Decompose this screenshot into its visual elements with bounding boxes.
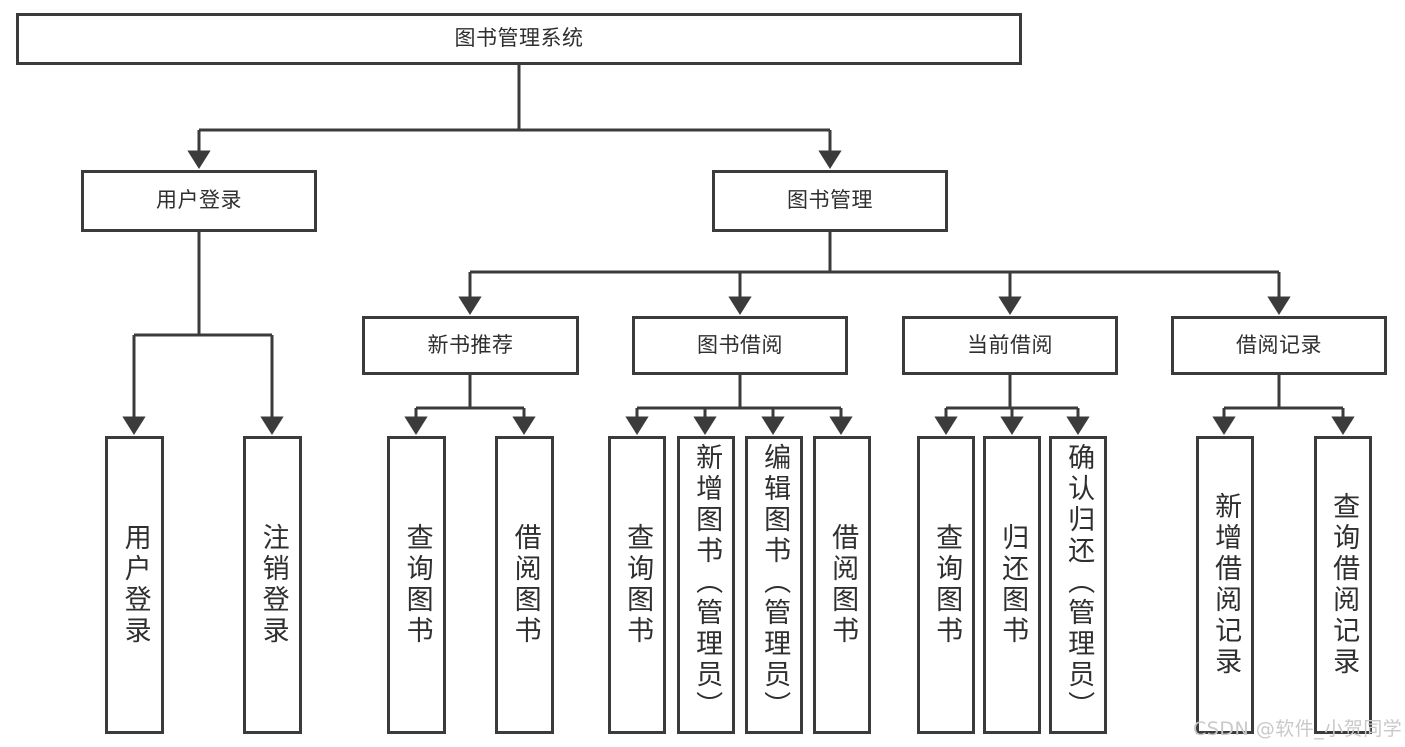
- node-book-borrow-label: 图书借阅: [697, 332, 783, 357]
- leaf-currentborrow-confirm-return-label: 确认归还（管理员）: [1063, 443, 1095, 722]
- leaf-borrowrecord-query-record-label: 查询借阅记录: [1328, 492, 1360, 678]
- node-borrow-record-label: 借阅记录: [1236, 332, 1322, 357]
- node-book-borrow[interactable]: 图书借阅: [632, 316, 848, 375]
- leaf-newbook-borrow-book-label: 借阅图书: [509, 523, 541, 647]
- leaf-bookborrow-add-book-label: 新增图书（管理员）: [691, 443, 723, 722]
- leaf-user-login-signout-label: 注销登录: [257, 523, 289, 647]
- leaf-borrowrecord-query-record[interactable]: 查询借阅记录: [1314, 436, 1372, 734]
- leaf-user-login-signout[interactable]: 注销登录: [243, 436, 302, 734]
- leaf-currentborrow-return-book[interactable]: 归还图书: [983, 436, 1041, 734]
- node-book-management[interactable]: 图书管理: [712, 170, 948, 232]
- node-book-management-label: 图书管理: [787, 188, 873, 213]
- leaf-user-login-signin[interactable]: 用户登录: [105, 436, 164, 734]
- leaf-bookborrow-borrow-book-label: 借阅图书: [827, 523, 859, 647]
- leaf-bookborrow-query-book-label: 查询图书: [622, 523, 654, 647]
- watermark-text: CSDN @软件_小贺同学: [1193, 718, 1403, 740]
- node-new-book-recommend[interactable]: 新书推荐: [362, 316, 579, 375]
- leaf-borrowrecord-add-record-label: 新增借阅记录: [1210, 492, 1242, 678]
- node-root-library-system[interactable]: 图书管理系统: [16, 13, 1022, 65]
- leaf-user-login-signin-label: 用户登录: [119, 523, 151, 647]
- node-current-borrow-label: 当前借阅: [967, 332, 1053, 357]
- leaf-borrowrecord-add-record[interactable]: 新增借阅记录: [1196, 436, 1254, 734]
- leaf-newbook-query-book-label: 查询图书: [401, 523, 433, 647]
- node-current-borrow[interactable]: 当前借阅: [902, 316, 1118, 375]
- node-user-login[interactable]: 用户登录: [81, 170, 317, 232]
- leaf-bookborrow-edit-book[interactable]: 编辑图书（管理员）: [745, 436, 803, 734]
- leaf-newbook-borrow-book[interactable]: 借阅图书: [495, 436, 554, 734]
- node-borrow-record[interactable]: 借阅记录: [1171, 316, 1387, 375]
- node-user-login-label: 用户登录: [156, 188, 242, 213]
- leaf-currentborrow-confirm-return[interactable]: 确认归还（管理员）: [1049, 436, 1107, 734]
- leaf-bookborrow-add-book[interactable]: 新增图书（管理员）: [677, 436, 735, 734]
- leaf-bookborrow-borrow-book[interactable]: 借阅图书: [813, 436, 871, 734]
- leaf-newbook-query-book[interactable]: 查询图书: [387, 436, 446, 734]
- leaf-currentborrow-query-book-label: 查询图书: [931, 523, 963, 647]
- leaf-currentborrow-return-book-label: 归还图书: [997, 523, 1029, 647]
- node-root-label: 图书管理系统: [454, 26, 584, 51]
- leaf-bookborrow-query-book[interactable]: 查询图书: [608, 436, 666, 734]
- leaf-bookborrow-edit-book-label: 编辑图书（管理员）: [759, 443, 791, 722]
- leaf-currentborrow-query-book[interactable]: 查询图书: [917, 436, 975, 734]
- node-new-book-recommend-label: 新书推荐: [427, 332, 514, 357]
